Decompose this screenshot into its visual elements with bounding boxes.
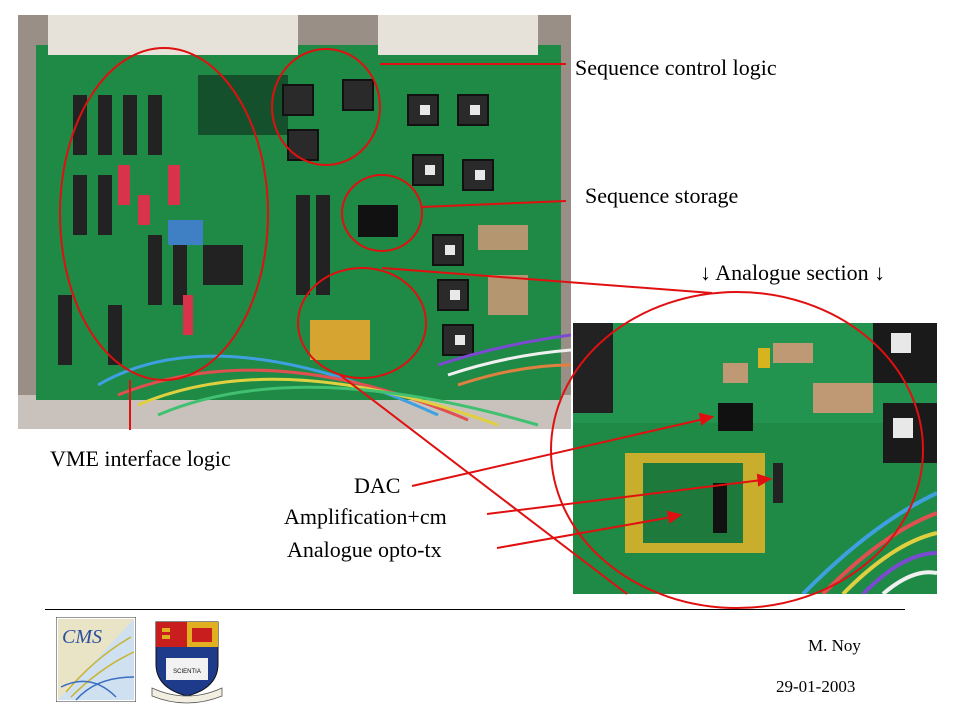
author-name: M. Noy bbox=[808, 636, 861, 655]
vme-interface-label: VME interface logic bbox=[50, 446, 231, 471]
analogue-section-label: ↓ Analogue section ↓ bbox=[700, 260, 886, 285]
college-crest: SCIENTIA bbox=[148, 618, 226, 704]
opto-tx-label: Analogue opto-tx bbox=[287, 537, 442, 562]
presentation-date: 29-01-2003 bbox=[776, 677, 856, 696]
amplification-label: Amplification+cm bbox=[284, 504, 447, 529]
cms-logo-text: CMS bbox=[62, 626, 102, 648]
crest-motto-text: SCIENTIA bbox=[173, 669, 201, 675]
analogue-section-photo bbox=[573, 323, 937, 594]
dac-label: DAC bbox=[354, 473, 401, 498]
sequence-storage-label: Sequence storage bbox=[585, 183, 739, 208]
sequence-control-label: Sequence control logic bbox=[575, 55, 777, 80]
main-board-photo bbox=[18, 15, 571, 429]
footer-divider bbox=[45, 609, 905, 610]
cms-logo: CMS bbox=[55, 616, 137, 703]
